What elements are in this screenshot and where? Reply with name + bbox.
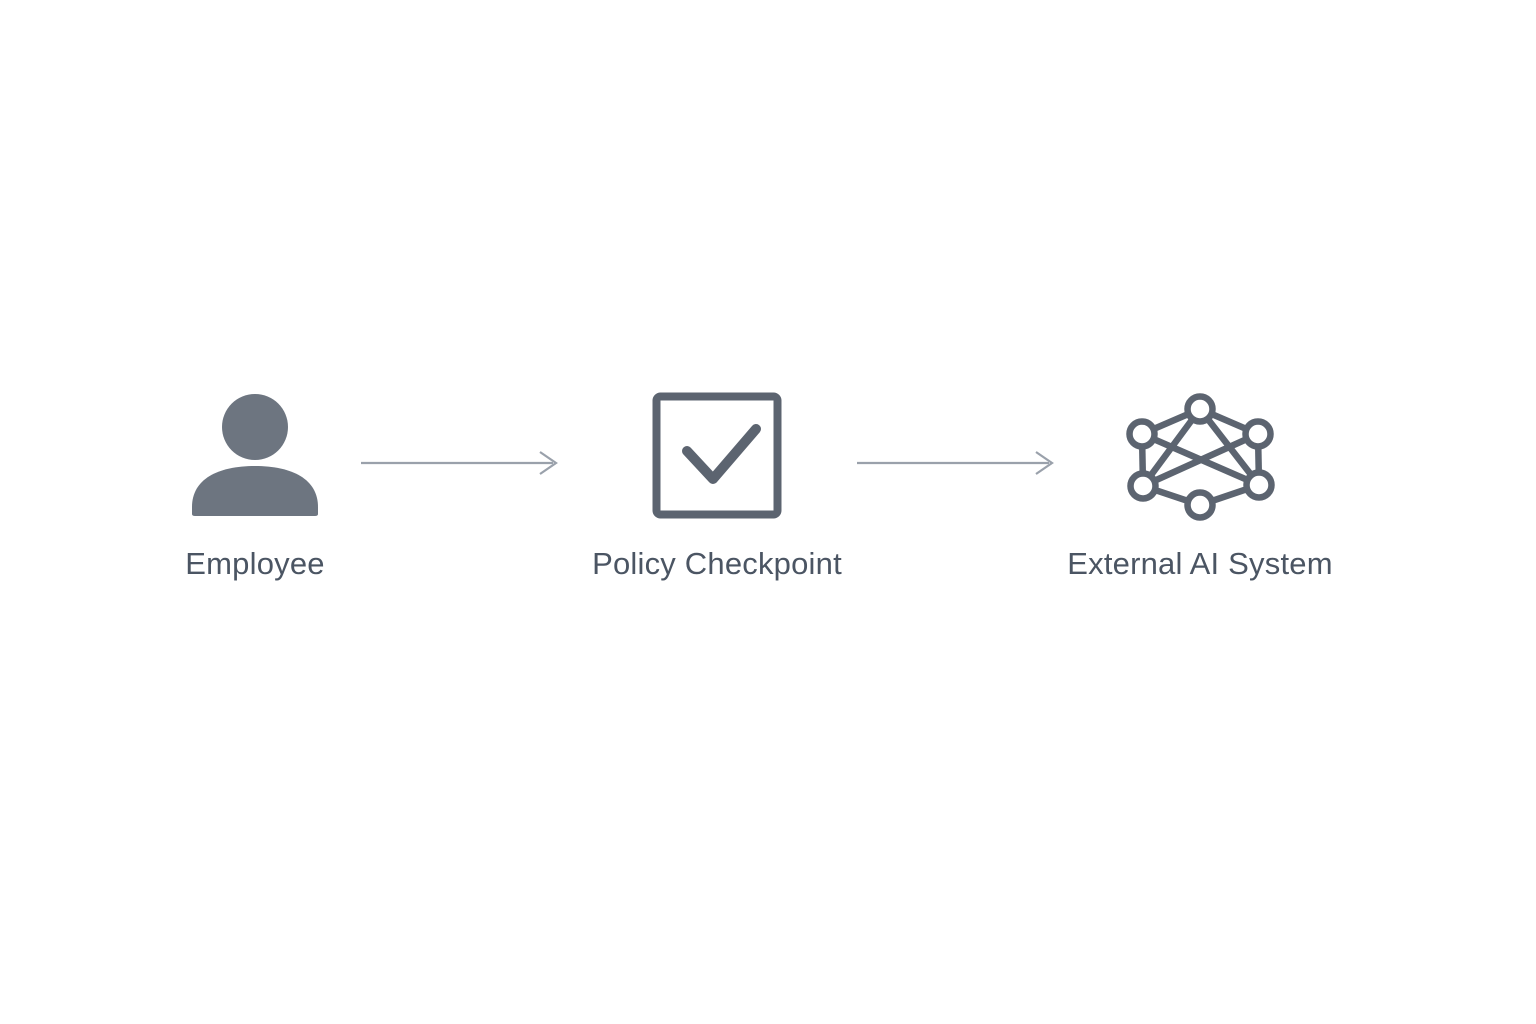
node-label-policy-checkpoint: Policy Checkpoint [592, 546, 842, 581]
node-policy-checkpoint: Policy Checkpoint [557, 390, 877, 582]
node-label-employee: Employee [185, 546, 325, 581]
arrow-employee-to-checkpoint [360, 450, 560, 476]
neural-network-icon [1120, 390, 1280, 521]
node-external-ai-system: External AI System [1040, 390, 1360, 582]
checkbox-check-icon [652, 390, 782, 520]
person-icon [190, 390, 320, 520]
arrow-checkpoint-to-ai [856, 450, 1056, 476]
node-employee: Employee [95, 390, 415, 582]
node-label-external-ai-system: External AI System [1067, 546, 1333, 581]
